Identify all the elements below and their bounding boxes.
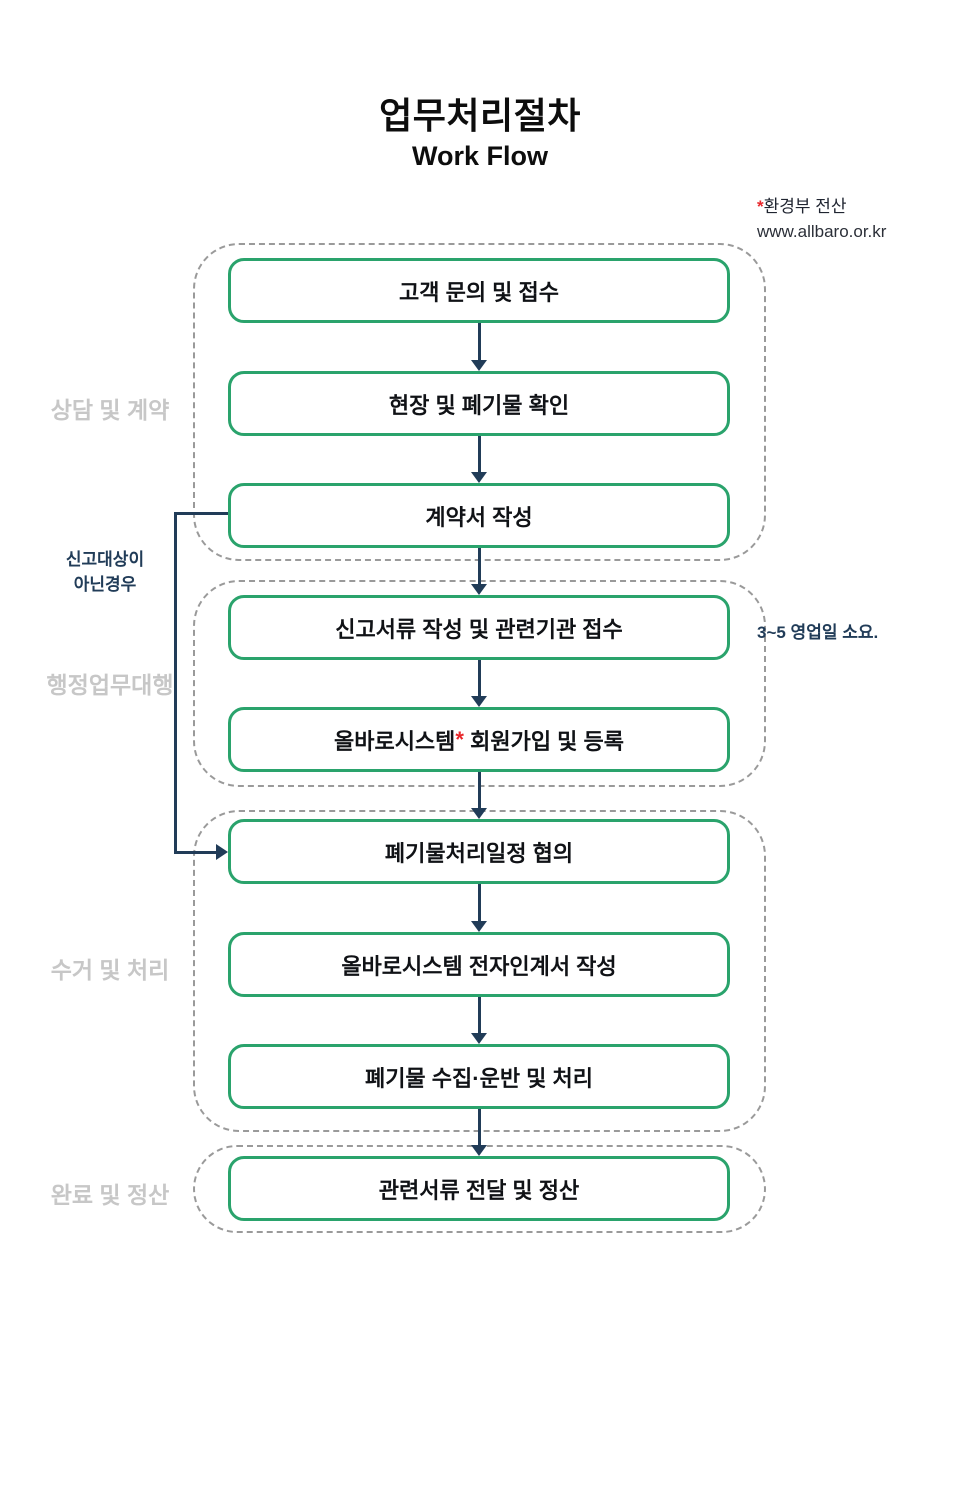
env-ministry-note-text: 환경부 전산 <box>763 197 847 216</box>
page-subtitle: Work Flow <box>411 141 548 171</box>
flow-box-document-settlement: 관련서류 전달 및 정산 <box>228 1156 730 1221</box>
section-label-collection: 수거 및 처리 <box>50 957 170 983</box>
bypass-line-vertical <box>174 512 177 854</box>
allbaro-signup-post: 회원가입 및 등록 <box>463 728 625 754</box>
down-arrow-1 <box>471 323 487 371</box>
bypass-label-line1: 신고대상이 <box>65 550 145 569</box>
asterisk-mark: * <box>757 197 764 216</box>
allbaro-signup-pre: 올바로시스템 <box>333 728 456 754</box>
section-label-consultation: 상담 및 계약 <box>50 397 170 423</box>
bypass-label: 신고대상이 아닌경우 <box>38 547 172 597</box>
page-title: 업무처리절차 <box>379 95 581 136</box>
down-arrow-4 <box>471 660 487 707</box>
asterisk-mark: * <box>455 726 464 752</box>
flow-box-report-filing: 신고서류 작성 및 관련기관 접수 <box>228 595 730 660</box>
flow-box-contract-writing: 계약서 작성 <box>228 483 730 548</box>
flow-box-customer-inquiry: 고객 문의 및 접수 <box>228 258 730 323</box>
bypass-label-line2: 아닌경우 <box>73 575 137 594</box>
section-label-admin: 행정업무대행 <box>46 672 174 698</box>
bypass-arrowhead-icon <box>216 844 228 860</box>
down-arrow-3 <box>471 548 487 595</box>
flow-box-electronic-manifest: 올바로시스템 전자인계서 작성 <box>228 932 730 997</box>
down-arrow-6 <box>471 884 487 932</box>
down-arrow-2 <box>471 436 487 483</box>
down-arrow-8 <box>471 1109 487 1156</box>
down-arrow-7 <box>471 997 487 1044</box>
down-arrow-5 <box>471 772 487 819</box>
flow-box-site-waste-check: 현장 및 폐기물 확인 <box>228 371 730 436</box>
env-ministry-note-line1: *환경부 전산 <box>757 194 886 219</box>
bypass-line-bottom <box>174 851 216 854</box>
section-label-completion: 완료 및 정산 <box>50 1182 170 1208</box>
flow-box-allbaro-signup: 올바로시스템* 회원가입 및 등록 <box>228 707 730 772</box>
env-ministry-note: *환경부 전산 www.allbaro.or.kr <box>757 194 886 244</box>
duration-note: 3~5 영업일 소요. <box>757 623 879 642</box>
allbaro-url: www.allbaro.or.kr <box>757 222 887 241</box>
flow-box-schedule-consult: 폐기물처리일정 협의 <box>228 819 730 884</box>
bypass-line-top <box>174 512 228 515</box>
flow-box-collection-transport: 폐기물 수집·운반 및 처리 <box>228 1044 730 1109</box>
